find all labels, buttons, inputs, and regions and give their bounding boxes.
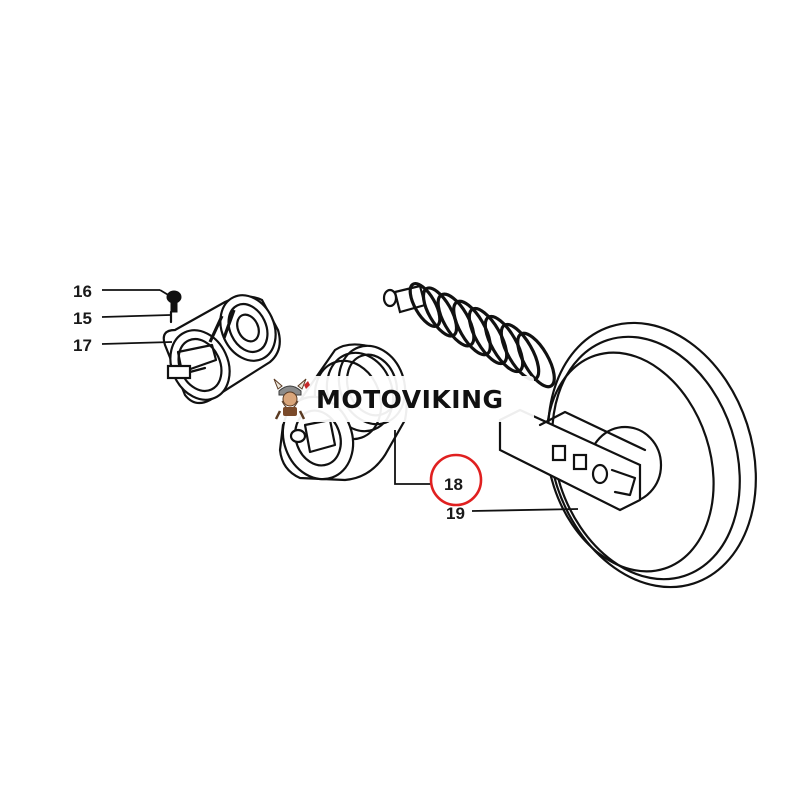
highlight-circle-18: [429, 453, 483, 507]
watermark-banner: MOTOVIKING: [262, 376, 534, 422]
recoil-spring: [382, 282, 556, 389]
top-roller-assembly: [162, 290, 281, 405]
leader-lines: [101, 289, 579, 512]
viking-mascot-icon: [273, 378, 310, 420]
part-label-18: 18: [444, 475, 463, 494]
part-label-17: 17: [73, 336, 92, 355]
part-label-19: 19: [446, 504, 465, 523]
part-label-15: 15: [73, 309, 92, 328]
idler-wheel-19: [498, 321, 757, 589]
watermark-text: MOTOVIKING: [316, 384, 504, 414]
part-label-16: 16: [73, 282, 92, 301]
bolt-16: [166, 290, 182, 324]
top-roller-17: [162, 294, 281, 405]
